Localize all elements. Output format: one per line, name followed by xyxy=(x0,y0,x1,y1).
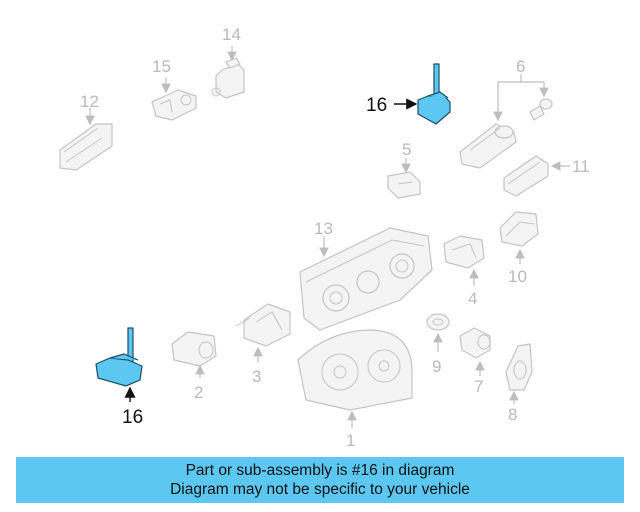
part-14: 14 xyxy=(211,25,245,99)
callout-13: 13 xyxy=(314,219,333,238)
part-12: 12 xyxy=(59,92,113,171)
callout-1: 1 xyxy=(346,431,355,450)
part-3: 3 xyxy=(235,303,291,386)
callout-5: 5 xyxy=(402,140,411,159)
callout-6: 6 xyxy=(516,57,525,76)
callout-15: 15 xyxy=(152,57,171,76)
callout-16-lower: 16 xyxy=(122,407,143,428)
info-banner: Part or sub-assembly is #16 in diagram D… xyxy=(16,457,624,503)
callout-16-upper: 16 xyxy=(366,95,387,116)
part-6: 6 xyxy=(459,57,553,169)
callout-4: 4 xyxy=(468,289,477,308)
parts-diagram: 14 15 12 6 5 11 xyxy=(59,25,590,450)
part-10: 10 xyxy=(499,211,539,286)
part-13: 13 xyxy=(299,219,433,331)
part-9: 9 xyxy=(426,313,450,376)
callout-11: 11 xyxy=(572,157,590,176)
part-2: 2 xyxy=(171,331,217,402)
part-15: 15 xyxy=(151,57,197,121)
banner-line-1: Part or sub-assembly is #16 in diagram xyxy=(185,462,455,479)
callout-3: 3 xyxy=(252,367,261,386)
callout-14: 14 xyxy=(222,25,241,44)
callout-9: 9 xyxy=(432,357,441,376)
callout-10: 10 xyxy=(508,267,527,286)
callout-2: 2 xyxy=(194,383,203,402)
part-5: 5 xyxy=(387,140,421,199)
part-8: 8 xyxy=(505,343,533,424)
part-4: 4 xyxy=(443,235,485,308)
callout-7: 7 xyxy=(474,377,483,396)
banner-line-2: Diagram may not be specific to your vehi… xyxy=(170,481,470,498)
callout-12: 12 xyxy=(80,92,99,111)
part-16-lower: 16 xyxy=(95,327,143,428)
part-11: 11 xyxy=(503,155,590,197)
part-16-upper: 16 xyxy=(366,63,451,125)
part-1: 1 xyxy=(297,329,413,450)
callout-8: 8 xyxy=(508,405,517,424)
part-7: 7 xyxy=(459,327,491,396)
